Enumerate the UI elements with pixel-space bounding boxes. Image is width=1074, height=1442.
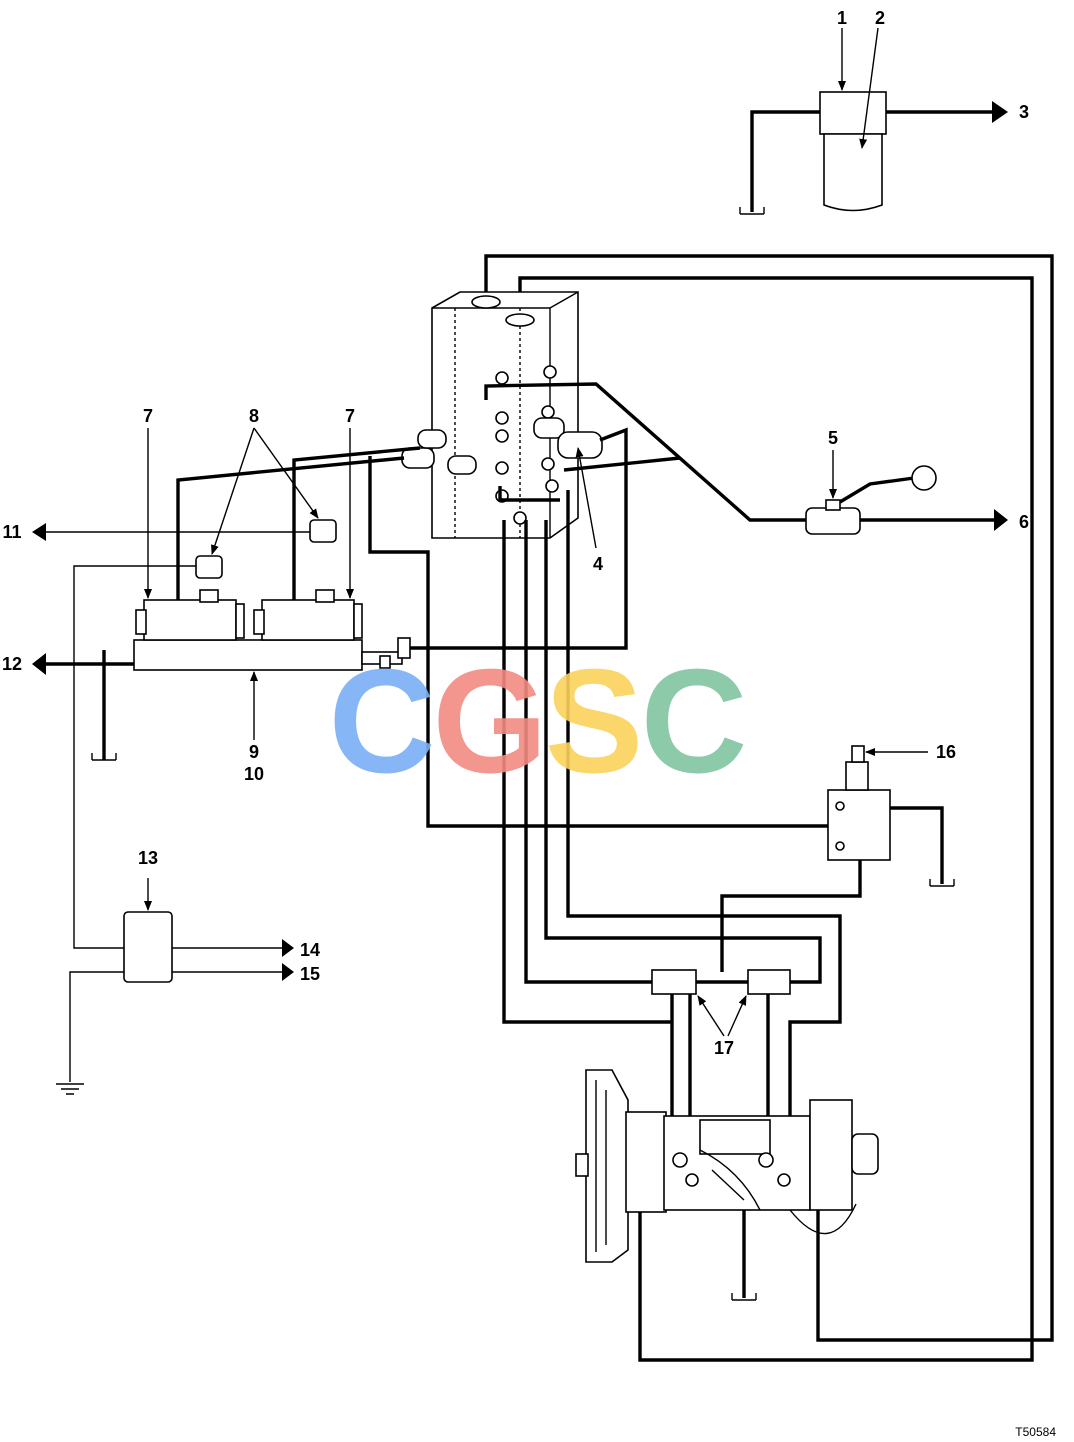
drawing-id: T50584	[1015, 1425, 1056, 1439]
watermark-letter: S	[545, 639, 644, 804]
callout-8: 8	[249, 406, 259, 426]
control-valve-block	[401, 291, 603, 539]
callout-17: 17	[714, 1038, 734, 1058]
solenoid-manifold	[32, 427, 597, 949]
callout-5: 5	[828, 428, 838, 448]
arrow-to-15	[282, 963, 294, 981]
callout-3: 3	[1019, 102, 1029, 122]
callout-16: 16	[936, 742, 956, 762]
callout-11: 11	[2, 522, 21, 542]
filter-assembly	[739, 27, 1008, 215]
callout-7-right: 7	[345, 406, 355, 426]
pump-assembly	[575, 1069, 879, 1301]
filter-head	[819, 91, 887, 135]
callout-6: 6	[1019, 512, 1029, 532]
watermark-letter: C	[641, 639, 748, 804]
callout-10: 10	[244, 764, 264, 784]
controller	[56, 878, 294, 1095]
callout-14: 14	[300, 940, 320, 960]
pilot-lines	[176, 427, 830, 828]
relief-valve	[720, 745, 955, 972]
shuttle-valves	[502, 490, 842, 1120]
callout-7-left: 7	[143, 406, 153, 426]
callout-9: 9	[249, 742, 259, 762]
callout-1: 1	[837, 8, 847, 28]
watermark-letter: C	[329, 639, 436, 804]
arrow-to-6	[994, 509, 1008, 531]
arrow-to-3	[992, 101, 1008, 123]
arrow-to-11	[32, 523, 46, 541]
filter-bowl	[823, 133, 883, 212]
manual-valve	[484, 382, 1008, 535]
callout-15: 15	[300, 964, 320, 984]
callouts: 1 2 3 4 5 6 7 7 8 9 10 11 12 13 14 15 16…	[2, 8, 1029, 1058]
callout-13: 13	[138, 848, 158, 868]
watermark: C G S C	[329, 639, 748, 804]
return-lines	[484, 254, 1054, 1362]
arrow-to-12	[32, 653, 46, 675]
callout-2: 2	[875, 8, 885, 28]
callout-4: 4	[593, 554, 603, 574]
watermark-letter: G	[432, 639, 547, 804]
callout-12: 12	[2, 654, 22, 674]
arrow-to-14	[282, 939, 294, 957]
